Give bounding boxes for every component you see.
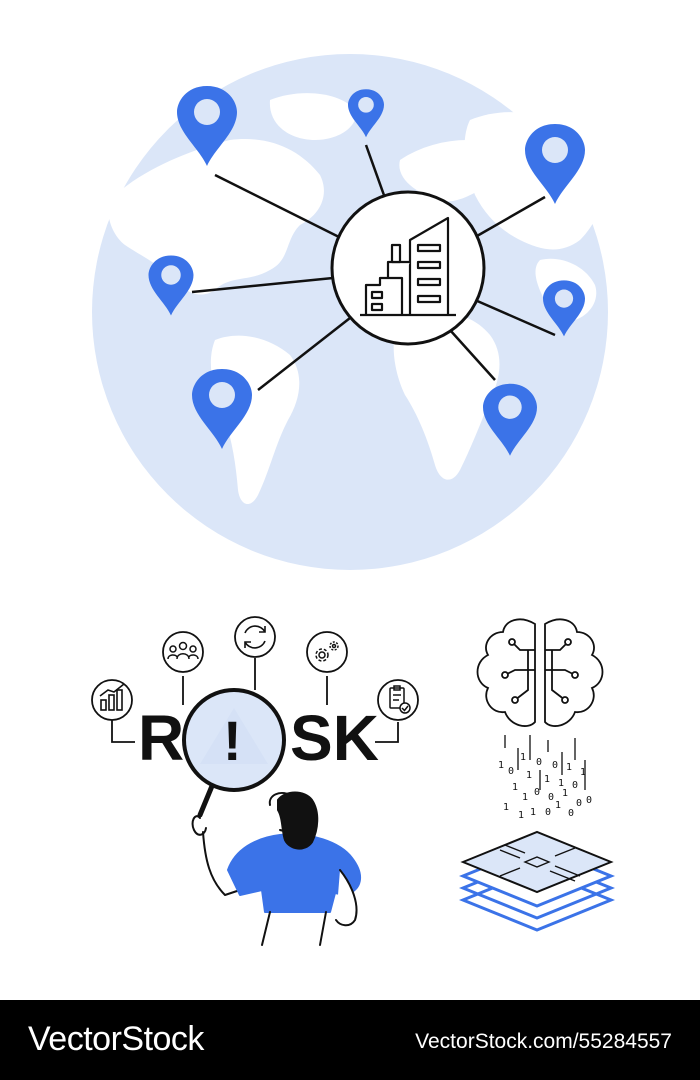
binary-digit: 0 (576, 798, 582, 809)
binary-digit: 0 (536, 757, 542, 768)
binary-digit: 1 (503, 802, 509, 813)
microchip-icon (459, 830, 615, 932)
binary-digit: 1 (498, 760, 504, 771)
vectorstock-logo: VectorStock (28, 1020, 204, 1058)
binary-digit: 1 (512, 782, 518, 793)
binary-digit: 0 (568, 808, 574, 819)
refresh-icon (234, 616, 276, 658)
warning-triangle-icon (200, 708, 268, 764)
binary-digit: 0 (586, 795, 592, 806)
binary-digit: 1 (522, 792, 528, 803)
binary-digit: 1 (530, 807, 536, 818)
binary-digit: 0 (572, 780, 578, 791)
alert-mark: ! (223, 709, 242, 772)
binary-digit: 1 (555, 800, 561, 811)
binary-digits: 1 0 1 1 0 1 0 1 1 0 1 0 1 1 0 0 1 0 1 1 … (498, 752, 592, 821)
risk-letters-sk: SK (290, 702, 379, 774)
binary-digit: 1 (558, 778, 564, 789)
binary-digit: 1 (544, 774, 550, 785)
binary-digit: 1 (520, 752, 526, 763)
binary-digit: 1 (580, 767, 586, 778)
connector-lines (191, 144, 556, 391)
bar-chart-icon (91, 679, 133, 721)
continent-greenland (269, 93, 356, 140)
binary-digit: 1 (566, 762, 572, 773)
binary-digit: 0 (545, 807, 551, 818)
person-figure (191, 791, 361, 946)
continent-africa (393, 311, 500, 480)
magnifier-icon (182, 688, 286, 818)
illustration-canvas: R SK ! (91, 54, 615, 946)
people-icon (162, 631, 204, 673)
ai-brain-icon (476, 618, 604, 727)
factory-hub (330, 190, 486, 346)
binary-digit: 1 (518, 810, 524, 821)
binary-digit: 0 (548, 792, 554, 803)
binary-digit: 1 (526, 770, 532, 781)
binary-digit: 0 (534, 787, 540, 798)
gear-icon (306, 631, 348, 673)
binary-digit: 0 (552, 760, 558, 771)
footer-bar: VectorStock VectorStock.com/55284557 (0, 1000, 700, 1080)
watermark-id: VectorStock.com/55284557 (415, 1030, 672, 1053)
binary-digit: 1 (562, 788, 568, 799)
factory-icon (360, 216, 456, 317)
continent-north-america (108, 139, 324, 295)
data-stream (504, 735, 586, 790)
risk-letter-r: R (138, 702, 184, 774)
binary-digit: 0 (508, 766, 514, 777)
risk-section: R SK ! (91, 616, 419, 946)
clipboard-check-icon (377, 679, 419, 721)
